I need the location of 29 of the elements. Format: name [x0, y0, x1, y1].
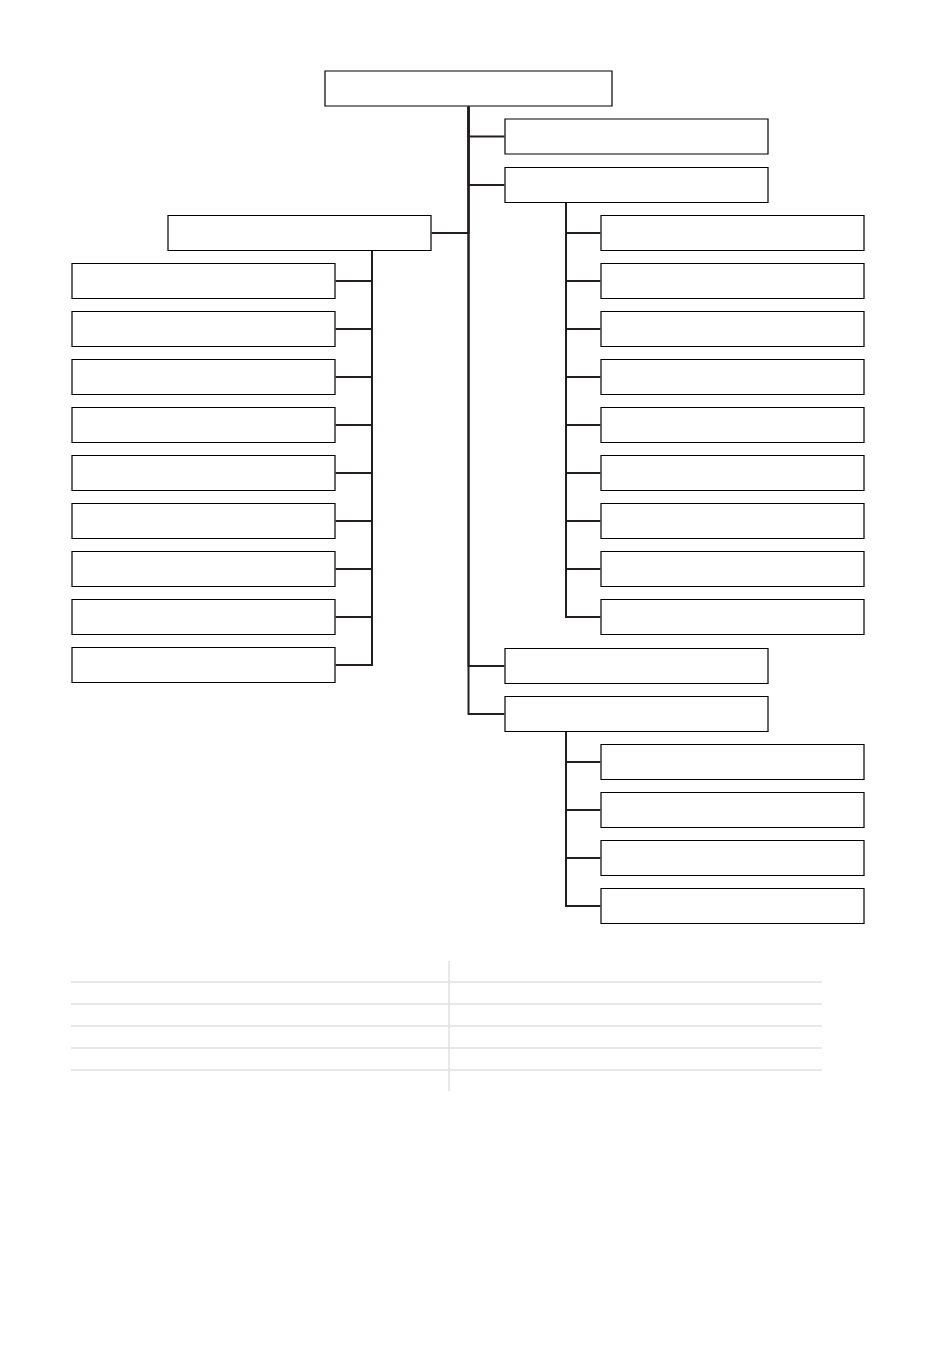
- empty-box: [71, 406, 336, 444]
- empty-box: [600, 791, 865, 829]
- empty-box: [71, 454, 336, 492]
- empty-box: [600, 454, 865, 492]
- empty-box: [71, 310, 336, 348]
- empty-box: [600, 550, 865, 588]
- empty-box: [504, 695, 769, 733]
- empty-box: [504, 118, 769, 155]
- empty-box: [71, 358, 336, 396]
- empty-box: [324, 70, 613, 107]
- empty-box: [71, 550, 336, 588]
- empty-box: [71, 646, 336, 684]
- empty-box: [600, 839, 865, 877]
- empty-box: [600, 358, 865, 396]
- empty-box: [71, 502, 336, 540]
- empty-box: [71, 262, 336, 300]
- empty-box: [600, 214, 865, 252]
- empty-box: [600, 262, 865, 300]
- empty-box: [71, 598, 336, 636]
- empty-box: [167, 214, 432, 252]
- empty-box: [600, 598, 865, 636]
- empty-box: [504, 647, 769, 685]
- empty-box: [600, 310, 865, 348]
- empty-box: [600, 406, 865, 444]
- connector-line: [565, 731, 602, 907]
- empty-box: [600, 887, 865, 925]
- empty-box: [600, 502, 865, 540]
- empty-box: [504, 166, 769, 204]
- empty-box: [600, 743, 865, 781]
